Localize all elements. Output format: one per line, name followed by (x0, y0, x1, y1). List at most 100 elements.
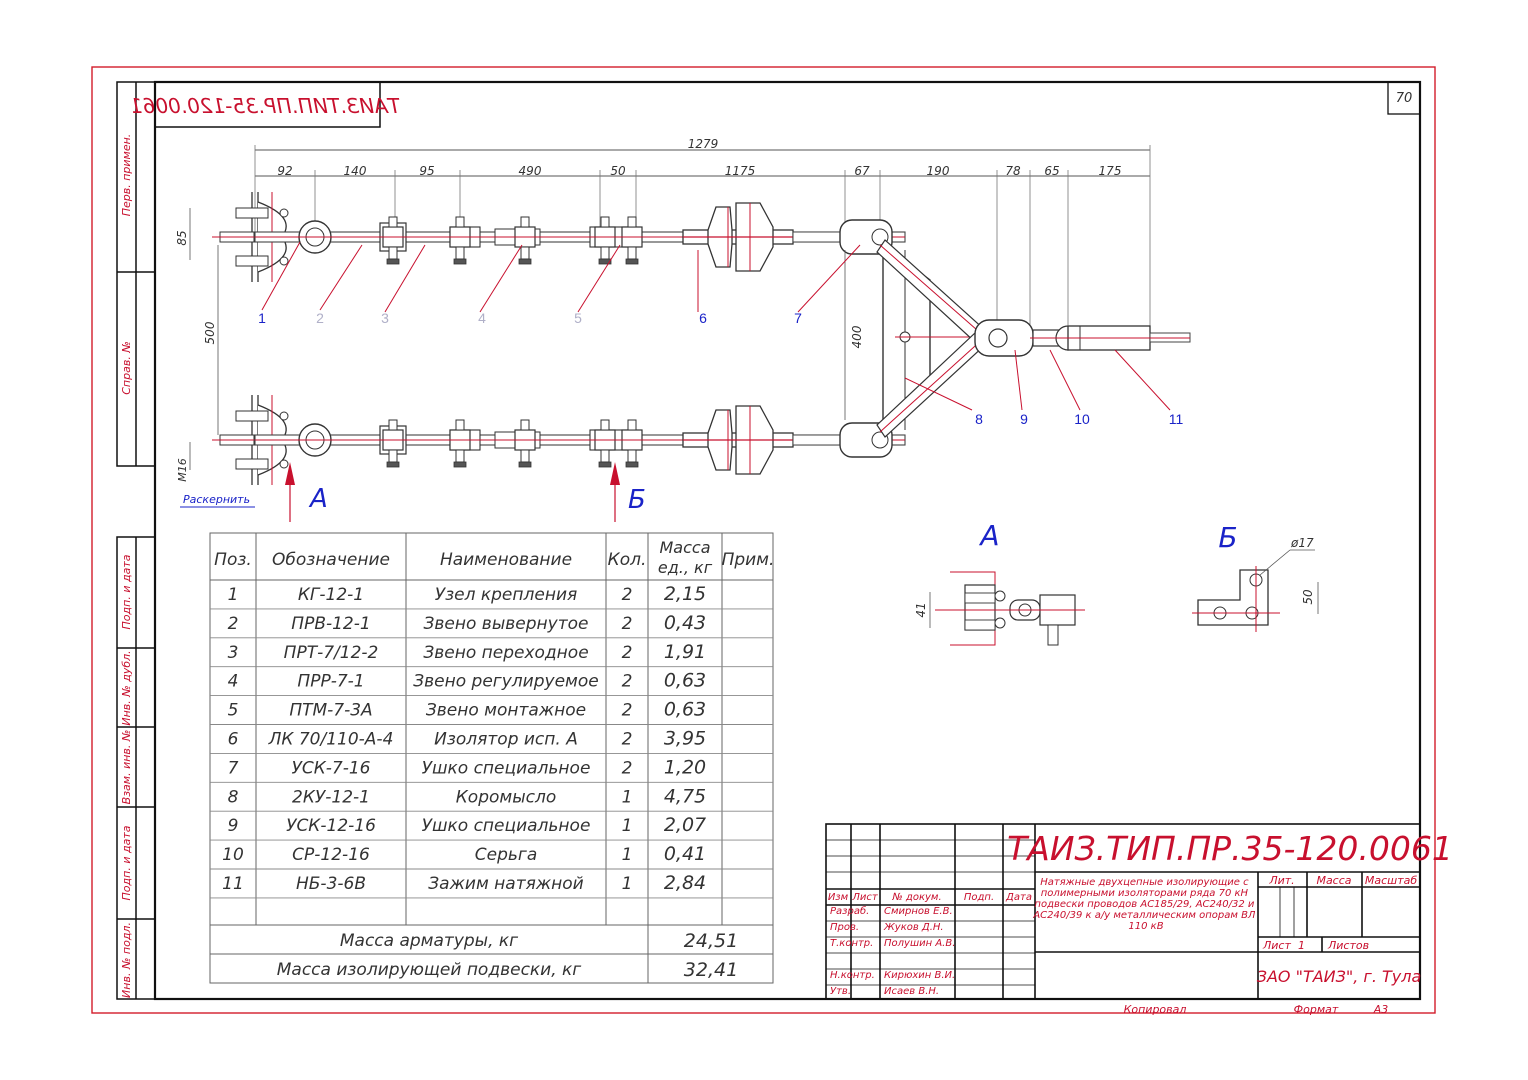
table-cell-pos: 1 (228, 585, 239, 605)
tb-col-list: Лист (851, 892, 879, 903)
tb-lit-label: Лит. (1268, 874, 1294, 887)
table-header-note: Прим. (722, 550, 775, 570)
callout-6: 6 (699, 310, 707, 326)
table-cell-mass: 4,75 (664, 785, 706, 807)
tb-role: Разраб. (830, 905, 869, 917)
dim-overall: 1279 (688, 137, 719, 151)
tb-name: Исаев В.Н. (884, 986, 939, 997)
tb-sheet-value: 1 (1298, 939, 1305, 952)
side-label-vzam: Взам. инв. № (120, 730, 133, 805)
table-cell-designation: СР-12-16 (292, 845, 370, 865)
total-suspension-label: Масса изолирующей подвески, кг (277, 960, 582, 980)
table-cell-designation: ПРВ-12-1 (291, 614, 370, 634)
table-cell-mass: 2,15 (664, 583, 706, 605)
dim-seg-10: 65 (1044, 164, 1059, 178)
table-cell-name: Звено регулируемое (413, 672, 598, 692)
dim-seg-6: 1175 (725, 164, 756, 178)
table-cell-qty: 2 (622, 758, 633, 778)
tb-mass-label: Масса (1316, 874, 1351, 887)
view-b-diam: ø17 (1290, 536, 1314, 550)
table-cell-pos: 10 (222, 845, 244, 865)
raskernit-note: Раскернить (183, 493, 250, 506)
table-cell-designation: ЛК 70/110-А-4 (268, 730, 394, 750)
table-cell-name: Изолятор исп. А (434, 730, 578, 750)
side-label-podp1: Подп. и дата (120, 554, 133, 629)
tb-description: Натяжные двухцепные изолирующие с полиме… (1032, 877, 1258, 932)
table-cell-pos: 7 (228, 758, 239, 778)
side-label-inv-podl: Инв. № подл. (120, 922, 133, 998)
specification-table: Поз. Обозначение Наименование Кол. Масса… (209, 532, 775, 984)
total-armature-label: Масса арматуры, кг (340, 931, 518, 951)
table-cell-mass: 0,63 (664, 670, 706, 692)
callout-5: 5 (574, 310, 582, 326)
table-cell-qty: 2 (622, 701, 633, 721)
footer-format-value: А3 (1373, 1003, 1389, 1016)
dim-seg-3: 95 (419, 164, 434, 178)
tb-sheets-label: Листов (1327, 939, 1369, 952)
title-block-code: ТАИЗ.ТИП.ПР.35-120.0061 (1007, 829, 1453, 868)
footer-copied: Копировал (1124, 1003, 1187, 1016)
table-cell-name: Звено вывернутое (424, 614, 589, 634)
table-cell-pos: 4 (228, 672, 239, 692)
view-arrow-a: А (308, 484, 328, 514)
view-a-label: А (978, 519, 999, 552)
dim-seg-8: 190 (927, 164, 950, 178)
table-cell-designation: ПРР-7-1 (297, 672, 364, 692)
tb-col-izm: Изм (828, 892, 849, 903)
total-armature-value: 24,51 (684, 930, 738, 952)
dim-seg-5: 50 (610, 164, 626, 178)
tb-col-doc: № докум. (891, 892, 941, 903)
view-a-dim: 41 (914, 602, 928, 617)
tb-company: ЗАО "ТАИЗ", г. Тула (1257, 967, 1422, 986)
table-cell-qty: 1 (622, 874, 633, 894)
table-cell-qty: 1 (622, 816, 633, 836)
footer-format-label: Формат (1294, 1003, 1339, 1016)
assembly-drawing: 1279 92 140 95 490 50 1175 67 190 78 65 … (175, 137, 1191, 522)
mirrored-code: ТАИЗ.ТИП.ПР.35-120.0061 (130, 94, 400, 118)
outer-frame (91, 66, 1436, 1014)
table-cell-mass: 0,41 (664, 843, 706, 865)
callout-9: 9 (1020, 411, 1028, 427)
table-cell-name: Зажим натяжной (428, 874, 583, 894)
callout-11: 11 (1169, 411, 1184, 427)
dim-seg-1: 92 (277, 164, 292, 178)
table-cell-designation: УСК-12-16 (286, 816, 376, 836)
mirrored-code-box (154, 81, 381, 128)
title-block: ТАИЗ.ТИП.ПР.35-120.0061 Изм Лист № докум… (825, 823, 1453, 1000)
table-cell-pos: 5 (228, 701, 239, 721)
dim-seg-2: 140 (344, 164, 367, 178)
table-header-qty: Кол. (608, 550, 647, 570)
tb-name: Полушин А.В. (884, 938, 955, 949)
table-cell-name: Звено переходное (423, 643, 588, 663)
table-cell-name: Звено монтажное (426, 701, 586, 721)
tb-scale-label: Масштаб (1365, 874, 1417, 887)
dim-85: 85 (175, 230, 189, 245)
tb-sheet-label: Лист (1262, 939, 1291, 952)
table-cell-qty: 2 (622, 730, 633, 750)
side-label-sprav: Справ. № (120, 341, 133, 395)
dim-seg-11: 175 (1099, 164, 1122, 178)
side-label-podp2: Подп. и дата (120, 825, 133, 900)
side-label-perv: Перв. примен. (120, 134, 133, 217)
tb-role: Т.контр. (830, 938, 873, 949)
tb-name: Смирнов Е.В. (884, 906, 953, 917)
dim-seg-4: 490 (519, 164, 542, 178)
tb-col-data: Дата (1005, 892, 1032, 903)
dim-400: 400 (850, 325, 864, 348)
view-b-label: Б (1218, 521, 1237, 554)
tb-name: Кирюхин В.И. (884, 970, 955, 981)
view-a: А 41 (914, 519, 1085, 646)
dim-seg-7: 67 (854, 164, 870, 178)
tb-col-podp: Подп. (964, 892, 994, 903)
total-suspension-value: 32,41 (684, 959, 738, 981)
tb-name: Жуков Д.Н. (883, 922, 944, 933)
callout-2: 2 (316, 310, 324, 326)
table-header-designation: Обозначение (272, 550, 390, 570)
